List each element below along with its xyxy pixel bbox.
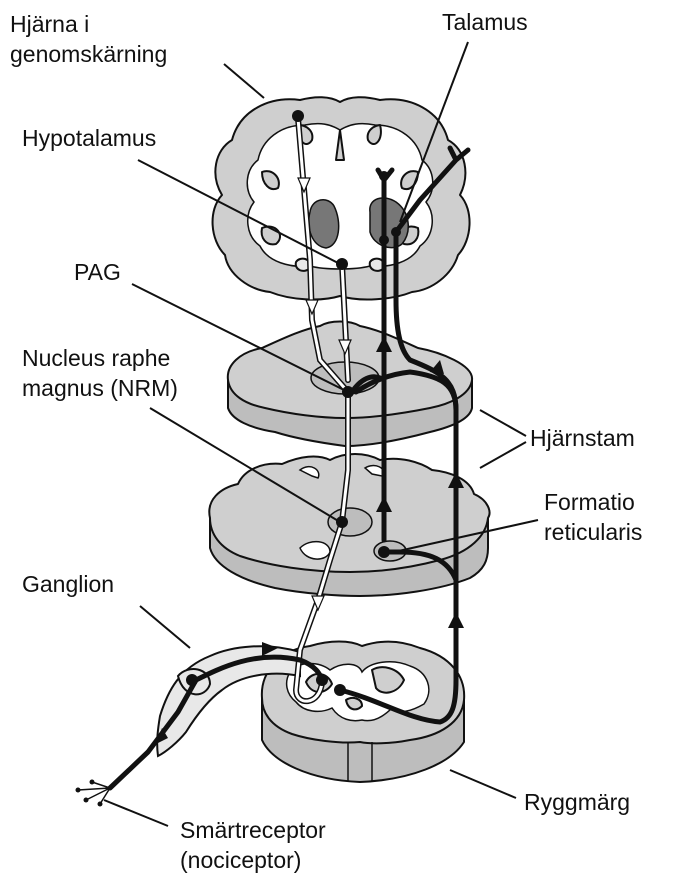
label-pag: PAG <box>74 259 121 285</box>
label-nrm-line1: Nucleus raphe <box>22 345 170 371</box>
label-nrm-line2: magnus (NRM) <box>22 375 178 401</box>
label-brain-section-line1: Hjärna i <box>10 11 89 37</box>
label-hjarnstam: Hjärnstam <box>530 425 635 451</box>
label-hypotalamus: Hypotalamus <box>22 125 156 151</box>
label-smartreceptor-line1: Smärtreceptor <box>180 817 326 843</box>
neuron-soma <box>336 258 348 270</box>
neuron-soma <box>334 684 346 696</box>
neuron-soma <box>186 674 198 686</box>
neuron-soma <box>379 171 389 181</box>
arrow-down-marker <box>306 300 318 314</box>
label-formatio-line1: Formatio <box>544 489 635 515</box>
label-ganglion: Ganglion <box>22 571 114 597</box>
neuron-soma <box>391 227 401 237</box>
label-talamus: Talamus <box>442 9 528 35</box>
label-ryggmarg: Ryggmärg <box>524 789 630 815</box>
neuron-soma <box>379 235 389 245</box>
label-brain-section-line2: genomskärning <box>10 41 167 67</box>
label-formatio-line2: reticularis <box>544 519 642 545</box>
neuron-soma <box>316 674 328 686</box>
neuron-soma <box>336 516 348 528</box>
arrow-up-marker <box>448 612 464 628</box>
neuron-soma <box>292 110 304 122</box>
label-smartreceptor-line2: (nociceptor) <box>180 847 301 873</box>
neuron-soma <box>378 546 390 558</box>
